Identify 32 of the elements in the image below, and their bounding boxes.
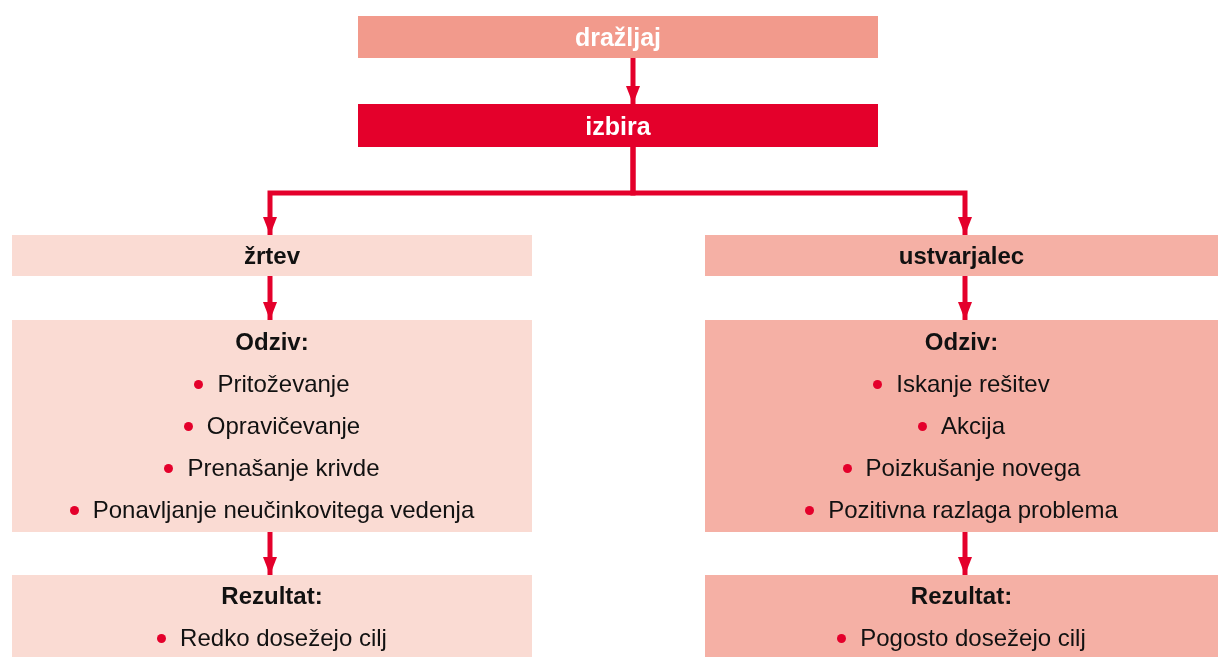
heading: Odziv: (924, 327, 999, 357)
stage-box (705, 235, 1218, 276)
list-item: Akcija (941, 411, 1005, 441)
stage-box (358, 16, 878, 58)
arrow (263, 276, 277, 320)
stage-box (358, 104, 878, 147)
arrow (626, 58, 640, 104)
list-box (705, 320, 1218, 532)
heading: izbira (585, 110, 651, 142)
arrow (630, 147, 972, 235)
list-box (12, 320, 532, 532)
arrow (958, 276, 972, 320)
list-box (12, 575, 532, 657)
list-item: Ponavljanje neučinkovitega vedenja (92, 495, 475, 525)
list-item: Redko dosežejo cilj (180, 623, 387, 653)
heading: Rezultat: (910, 581, 1013, 611)
heading: Rezultat: (221, 581, 323, 611)
list-item: Iskanje rešitev (896, 369, 1050, 399)
list-item: Pritoževanje (217, 369, 350, 399)
list-item: Opravičevanje (206, 411, 361, 441)
list-item: Pozitivna razlaga problema (828, 495, 1118, 525)
list-item: Pogosto dosežejo cilj (860, 623, 1086, 653)
stage-box (12, 235, 532, 276)
list-item: Prenašanje krivde (187, 453, 380, 483)
arrow (263, 532, 277, 575)
list-box (705, 575, 1218, 657)
arrow (958, 532, 972, 575)
heading: dražljaj (574, 22, 662, 53)
heading: Odziv: (235, 327, 309, 357)
heading: žrtev (244, 240, 300, 271)
list-item: Poizkušanje novega (865, 453, 1081, 483)
heading: ustvarjalec (898, 240, 1025, 271)
